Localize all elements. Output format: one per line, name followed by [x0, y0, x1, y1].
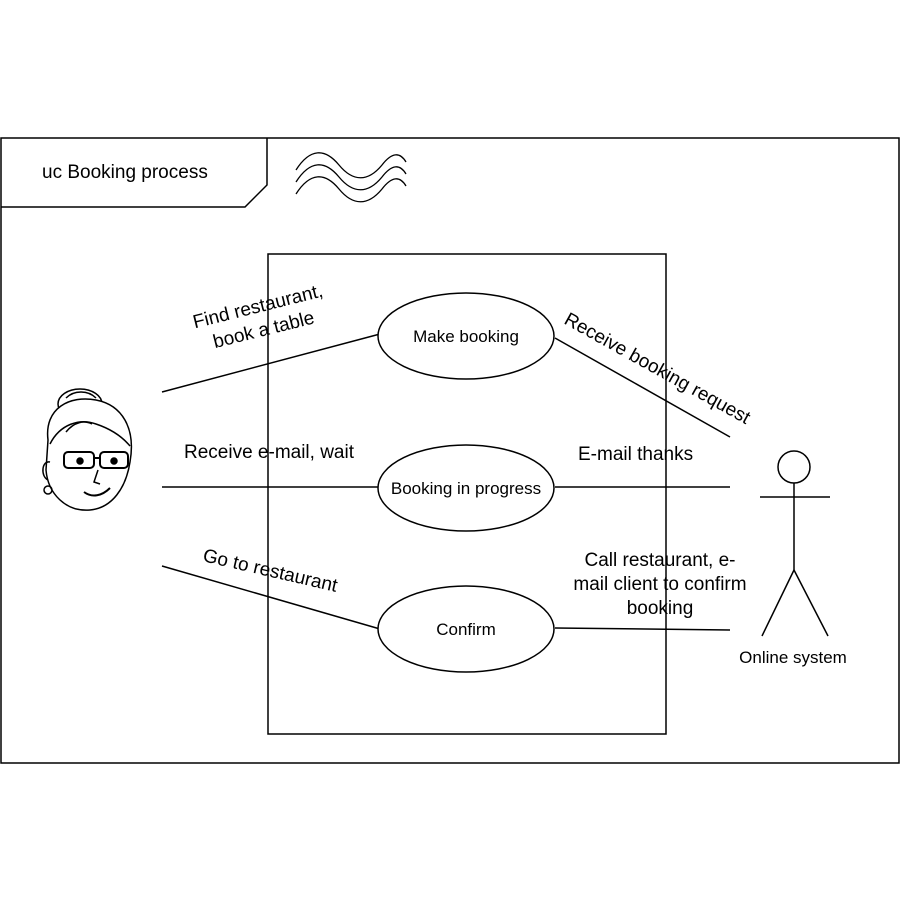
- system-boundary: [267, 253, 667, 735]
- association-line-request: [554, 337, 731, 438]
- association-line-call: [554, 627, 731, 631]
- use-case-booking-in-progress[interactable]: Booking in progress: [377, 444, 555, 532]
- association-label-call-3: booking: [627, 598, 694, 619]
- use-case-confirm[interactable]: Confirm: [377, 585, 555, 673]
- use-case-label: Confirm: [436, 620, 496, 639]
- actor-name-online-system: Online system: [739, 648, 847, 667]
- association-label-wait: Receive e-mail, wait: [184, 442, 355, 463]
- use-case-make-booking[interactable]: Make booking: [377, 292, 555, 380]
- frame-title: uc Booking process: [42, 162, 208, 183]
- use-case-label: Booking in progress: [391, 479, 541, 498]
- use-case-label: Make booking: [413, 327, 519, 346]
- wave-lines-icon: [295, 152, 407, 203]
- stick-figure-actor-icon[interactable]: [760, 450, 830, 637]
- association-label-request: Receive booking request: [561, 309, 755, 429]
- association-label-call-1: Call restaurant, e-: [584, 550, 735, 571]
- frame-title-tab: [1, 138, 268, 208]
- association-line-find: [161, 333, 381, 393]
- association-label-call-2: mail client to confirm: [573, 574, 746, 595]
- association-label-go: Go to restaurant: [201, 545, 340, 597]
- association-line-go: [161, 565, 381, 630]
- diagram-frame: [0, 137, 900, 764]
- woman-with-glasses-icon[interactable]: [42, 388, 133, 511]
- association-label-thanks: E-mail thanks: [578, 444, 693, 465]
